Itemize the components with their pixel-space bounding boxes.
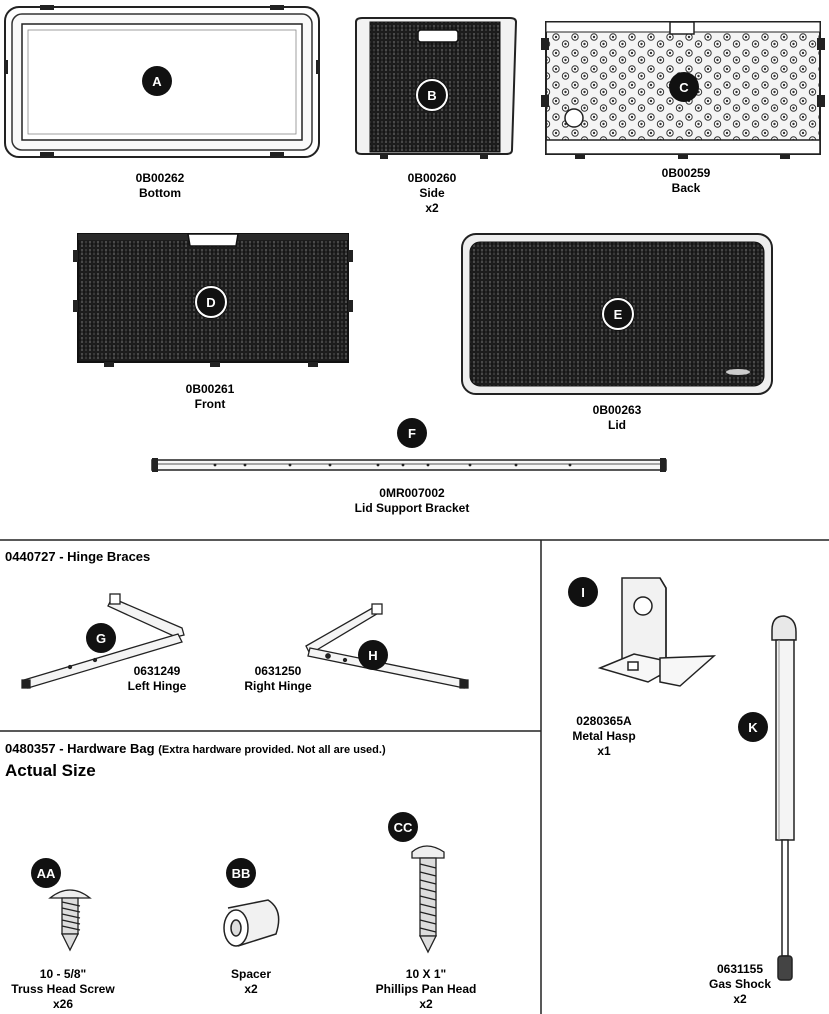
part-code: 0B00259: [661, 166, 711, 180]
badge-A: A: [142, 66, 172, 96]
lid-support-bracket-drawing: [151, 458, 667, 472]
part-code: 0631250: [254, 664, 302, 678]
part-label-front: 0B00261 Front: [186, 382, 235, 412]
part-name: Lid: [608, 418, 626, 432]
part-code: 0631155: [716, 962, 764, 976]
phillips-pan-head-drawing: [411, 845, 445, 954]
badge-C: C: [669, 72, 699, 102]
part-label-side: 0B00260 Side x2: [408, 171, 457, 216]
badge-I: I: [568, 577, 598, 607]
part-name: Metal Hasp: [572, 729, 636, 743]
part-label-back: 0B00259 Back: [662, 166, 711, 196]
spacer-drawing: [223, 899, 280, 947]
part-name: Front: [194, 397, 226, 411]
part-qty: x2: [419, 997, 433, 1011]
part-name: Gas Shock: [708, 977, 772, 991]
part-name: Phillips Pan Head: [375, 982, 477, 996]
part-qty: x2: [733, 992, 747, 1006]
left-hinge-drawing: [21, 593, 185, 689]
part-label-bottom: 0B00262 Bottom: [136, 171, 185, 201]
part-code: 0631249: [133, 664, 181, 678]
part-code: 0B00261: [185, 382, 235, 396]
part-label-phillips-pan-head: 10 X 1" Phillips Pan Head x2: [376, 967, 477, 1012]
part-name: Side: [419, 186, 445, 200]
part-label-spacer: Spacer x2: [231, 967, 271, 997]
badge-B: B: [416, 79, 448, 111]
badge-F: F: [397, 418, 427, 448]
part-code: 10 - 5/8": [39, 967, 87, 981]
part-label-left-hinge: 0631249 Left Hinge: [128, 664, 187, 694]
part-code: 10 X 1": [405, 967, 447, 981]
badge-AA: AA: [31, 858, 61, 888]
hardware-bag-note: (Extra hardware provided. Not all are us…: [158, 744, 386, 756]
part-code: 0B00260: [407, 171, 457, 185]
part-code: Spacer: [230, 967, 272, 981]
gas-shock-drawing: [771, 615, 797, 981]
right-hinge-drawing: [305, 603, 469, 689]
part-name: Lid Support Bracket: [354, 501, 470, 515]
part-label-right-hinge: 0631250 Right Hinge: [244, 664, 311, 694]
part-code: 0MR007002: [379, 486, 445, 500]
badge-G: G: [86, 623, 116, 653]
part-label-truss-head-screw: 10 - 5/8" Truss Head Screw x26: [11, 967, 114, 1012]
part-code: 0B00263: [592, 403, 642, 417]
part-label-gas-shock: 0631155 Gas Shock x2: [709, 962, 771, 1007]
part-name: Bottom: [139, 186, 181, 200]
badge-H: H: [358, 640, 388, 670]
actual-size-label: Actual Size: [5, 761, 96, 780]
part-label-metal-hasp: 0280365A Metal Hasp x1: [572, 714, 635, 759]
part-name: Left Hinge: [127, 679, 187, 693]
metal-hasp-drawing: [597, 577, 717, 687]
part-name: Back: [671, 181, 701, 195]
part-qty: x1: [597, 744, 611, 758]
back-panel-drawing: [541, 21, 825, 159]
badge-CC: CC: [388, 812, 418, 842]
badge-K: K: [738, 712, 768, 742]
part-code: 0B00262: [135, 171, 185, 185]
hardware-bag-heading: 0480357 - Hardware Bag: [5, 741, 155, 756]
hinge-braces-title: 0440727 - Hinge Braces: [5, 549, 151, 564]
badge-E: E: [602, 298, 634, 330]
truss-head-screw-drawing: [48, 889, 92, 952]
part-label-lid-support-bracket: 0MR007002 Lid Support Bracket: [355, 486, 470, 516]
badge-D: D: [195, 286, 227, 318]
hardware-bag-title: 0480357 - Hardware Bag (Extra hardware p…: [5, 741, 386, 756]
part-name: x2: [244, 982, 258, 996]
badge-BB: BB: [226, 858, 256, 888]
part-name: Right Hinge: [244, 679, 312, 693]
part-qty: x2: [425, 201, 439, 215]
part-name: Truss Head Screw: [11, 982, 115, 996]
part-label-lid: 0B00263 Lid: [593, 403, 642, 433]
part-qty: x26: [52, 997, 74, 1011]
part-code: 0280365A: [576, 714, 632, 728]
